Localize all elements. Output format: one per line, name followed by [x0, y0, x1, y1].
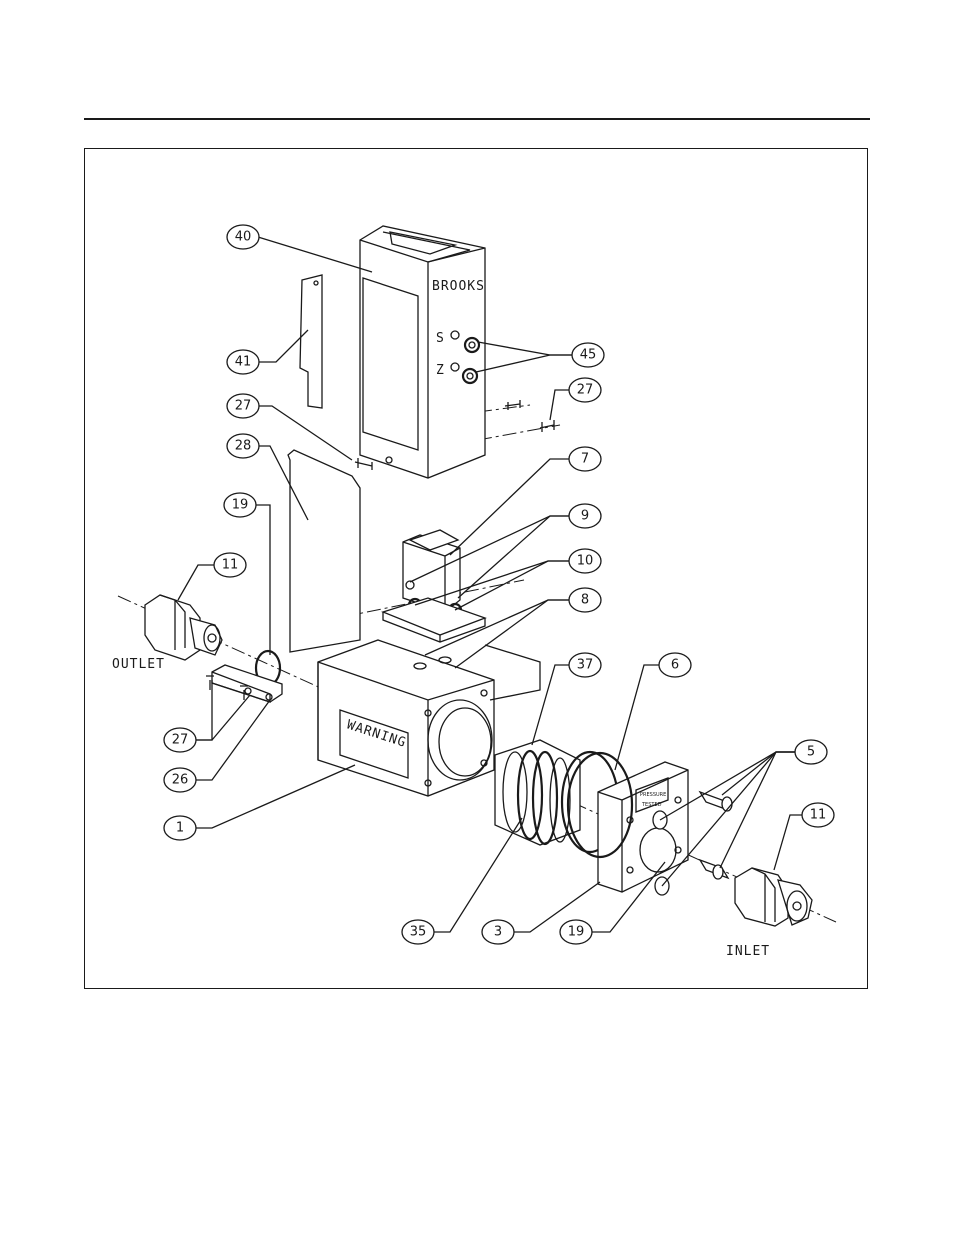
figure-frame: [84, 148, 868, 989]
svg-text:19: 19: [232, 498, 249, 513]
brand-label: BROOKS: [432, 279, 485, 294]
flow-element: [494, 739, 620, 854]
outlet-fitting: [144, 594, 223, 661]
inlet-fitting: [734, 867, 813, 927]
sensor-assembly: [381, 529, 487, 692]
screw-axis-1: [477, 424, 561, 441]
mounting-plate: [287, 449, 361, 653]
svg-text:5: 5: [807, 745, 815, 760]
callout-26: 26: [163, 767, 197, 793]
svg-text:28: 28: [235, 439, 252, 454]
callout-27-right: 27: [568, 377, 602, 403]
callout-41: 41: [226, 349, 260, 375]
svg-text:10: 10: [577, 554, 594, 569]
o-ring-large: [566, 751, 634, 859]
label-plate: [299, 274, 323, 409]
clamp-bar: [206, 664, 283, 703]
svg-text:19: 19: [568, 925, 585, 940]
callout-1: 1: [163, 815, 197, 841]
callout-37: 37: [568, 652, 602, 678]
svg-text:11: 11: [222, 558, 239, 573]
svg-text:27: 27: [235, 399, 252, 414]
svg-text:45: 45: [580, 348, 597, 363]
zero-mark: Z: [436, 363, 445, 378]
svg-text:6: 6: [671, 658, 679, 673]
callout-28: 28: [226, 433, 260, 459]
callout-5: 5: [794, 739, 828, 765]
callout-35: 35: [401, 919, 435, 945]
callout-8: 8: [568, 587, 602, 613]
electronics-cover: BROOKS S Z: [359, 225, 486, 479]
callout-9: 9: [568, 503, 602, 529]
callout-11-inlet: 11: [801, 802, 835, 828]
outlet-label: OUTLET: [112, 657, 165, 672]
callout-11-outlet: 11: [213, 552, 247, 578]
callout-40: 40: [226, 224, 260, 250]
svg-text:35: 35: [410, 925, 427, 940]
svg-text:26: 26: [172, 773, 189, 788]
svg-text:27: 27: [577, 383, 594, 398]
svg-text:3: 3: [494, 925, 502, 940]
inlet-label: INLET: [726, 944, 770, 959]
svg-text:8: 8: [581, 593, 589, 608]
callout-27-outlet: 27: [163, 727, 197, 753]
callout-10: 10: [568, 548, 602, 574]
svg-text:37: 37: [577, 658, 594, 673]
callout-19-outlet: 19: [223, 492, 257, 518]
callout-6: 6: [658, 652, 692, 678]
header-rule: [84, 118, 870, 120]
callout-45: 45: [571, 342, 605, 368]
svg-text:1: 1: [176, 821, 184, 836]
svg-text:TESTED: TESTED: [641, 802, 662, 808]
svg-text:27: 27: [172, 733, 189, 748]
leader-lines: [177, 236, 802, 933]
svg-text:41: 41: [235, 355, 252, 370]
svg-text:7: 7: [581, 452, 589, 467]
callout-3: 3: [481, 919, 515, 945]
span-mark: S: [436, 331, 445, 346]
svg-text:PRESSURE: PRESSURE: [640, 792, 666, 798]
callout-19-inlet: 19: [559, 919, 593, 945]
cover-screws: [354, 400, 555, 470]
screw-axis-2: [477, 404, 531, 413]
svg-text:9: 9: [581, 509, 589, 524]
callout-7: 7: [568, 446, 602, 472]
callout-27-top-left: 27: [226, 393, 260, 419]
valve-body: WARNING: [317, 639, 541, 797]
inlet-flange: PRESSURE TESTED: [597, 761, 689, 893]
svg-text:40: 40: [235, 230, 252, 245]
svg-text:11: 11: [810, 808, 827, 823]
